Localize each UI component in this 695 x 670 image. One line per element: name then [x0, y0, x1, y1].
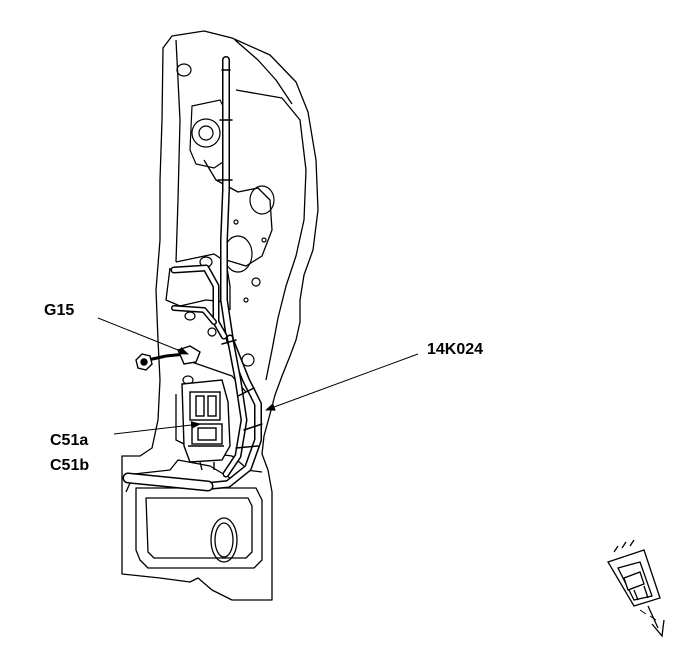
c51-connector-block [181, 379, 231, 471]
leader-c51 [113, 421, 201, 435]
ground-bolt-g15 [135, 345, 201, 371]
wiring-harness-14k024 [122, 56, 263, 492]
connector-disconnect-arrow-icon [607, 539, 665, 638]
callout-g15: G15 [44, 302, 75, 319]
callout-c51a: C51a [50, 432, 89, 449]
callout-leaders [97, 317, 419, 435]
callout-c51b: C51b [50, 457, 90, 474]
leader-g15 [97, 317, 189, 355]
callout-14k024: 14K024 [427, 341, 484, 358]
body-pillar-panel [121, 30, 319, 601]
leader-14k024 [265, 353, 419, 411]
